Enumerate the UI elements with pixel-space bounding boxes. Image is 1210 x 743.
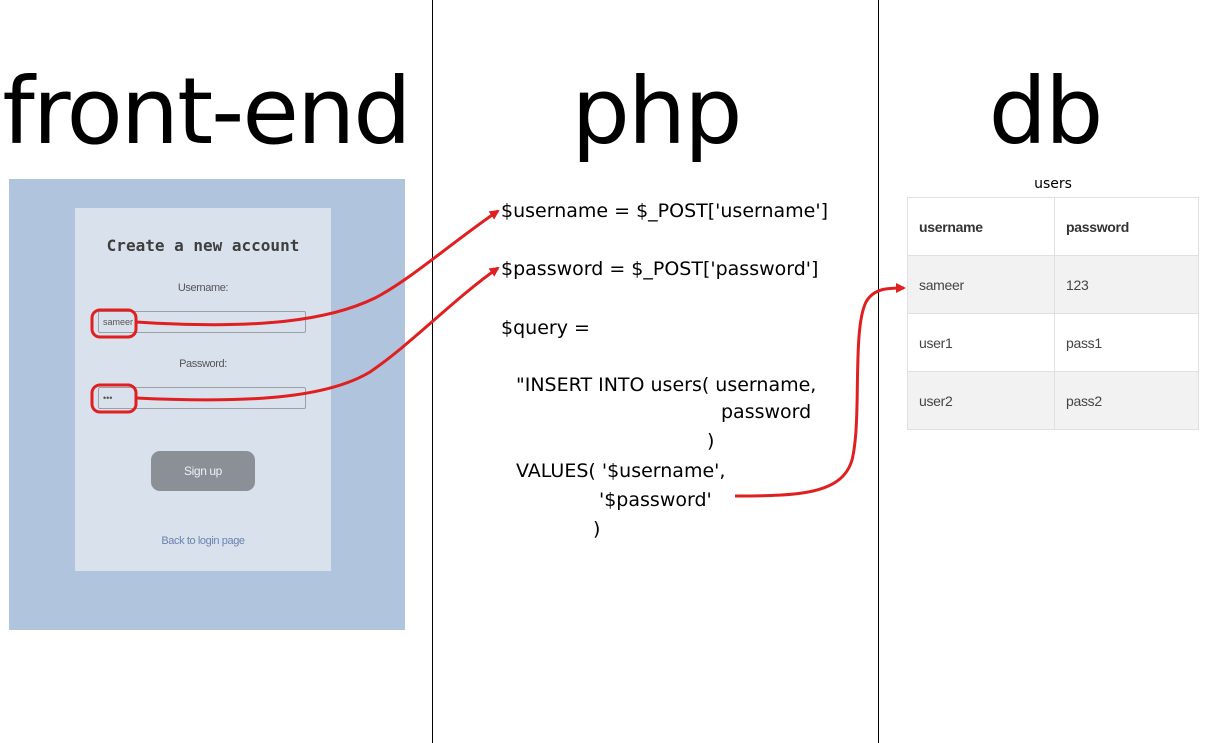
table-row: sameer 123	[907, 255, 1199, 314]
php-line-values: VALUES( '$username',	[516, 460, 726, 482]
username-label: Username:	[177, 282, 229, 294]
cell-username: user2	[907, 371, 1055, 430]
password-label: Password:	[179, 358, 227, 370]
php-line-username: $username = $_POST['username']	[501, 200, 829, 222]
frontend-title: front-end	[2, 58, 411, 165]
users-table: username password sameer 123 user1 pass1…	[907, 197, 1199, 430]
table-header-row: username password	[907, 197, 1199, 256]
php-line-values-password: '$password'	[599, 489, 712, 511]
cell-password: 123	[1054, 255, 1199, 314]
password-input[interactable]: •••	[98, 387, 306, 409]
header-password: password	[1054, 197, 1199, 256]
signup-button[interactable]: Sign up	[151, 451, 255, 491]
form-heading: Create a new account	[106, 236, 300, 255]
cell-username: user1	[907, 313, 1055, 372]
table-row: user2 pass2	[907, 371, 1199, 430]
cell-username: sameer	[907, 255, 1055, 314]
db-table-caption: users	[1034, 176, 1072, 192]
back-to-login-link[interactable]: Back to login page	[161, 535, 245, 547]
cell-password: pass2	[1054, 371, 1199, 430]
php-line-insert-password: password	[721, 401, 812, 423]
divider-right	[878, 0, 879, 743]
php-line-insert: "INSERT INTO users( username,	[516, 374, 817, 396]
table-row: user1 pass1	[907, 313, 1199, 372]
cell-password: pass1	[1054, 313, 1199, 372]
username-input[interactable]: sameer	[98, 311, 306, 333]
php-line-close-paren-1: )	[707, 430, 715, 452]
php-line-password: $password = $_POST['password']	[501, 258, 819, 280]
php-title: php	[571, 58, 742, 165]
db-title: db	[988, 58, 1104, 165]
header-username: username	[907, 197, 1055, 256]
php-line-query: $query =	[501, 317, 590, 339]
divider-left	[432, 0, 433, 743]
php-line-close-paren-2: )	[593, 518, 601, 540]
